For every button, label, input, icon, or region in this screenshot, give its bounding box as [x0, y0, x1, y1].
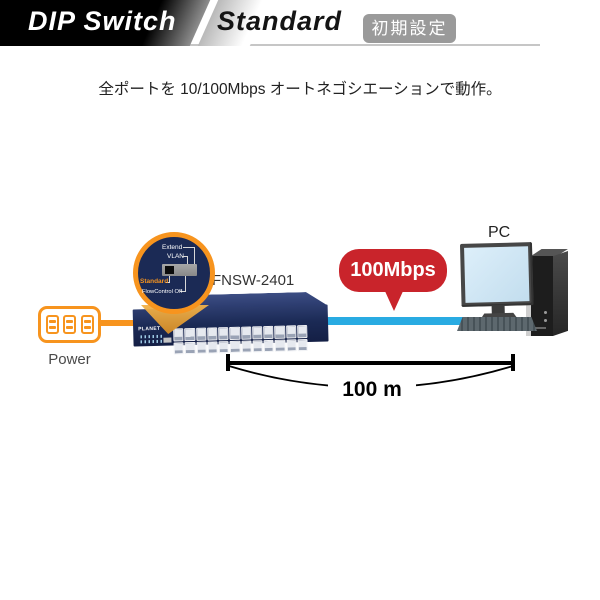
- pc-keyboard: [457, 317, 537, 331]
- rj45-port: [240, 339, 252, 353]
- rj45-port: [263, 339, 275, 353]
- rj45-port: [229, 326, 240, 340]
- pc-label: PC: [488, 224, 511, 241]
- rj45-port: [296, 324, 308, 338]
- switch-model-label: FNSW-2401: [212, 272, 295, 289]
- header-underline: [178, 44, 540, 46]
- outlet-socket: [63, 315, 76, 334]
- rj45-port: [195, 327, 207, 341]
- rj45-port: [240, 326, 252, 340]
- header-mode-title: Standard: [217, 6, 343, 36]
- rj45-port: [206, 327, 218, 341]
- power-label: Power: [48, 351, 91, 368]
- dip-label-extend: Extend: [162, 244, 183, 251]
- rj45-port: [274, 325, 285, 339]
- rj45-port: [207, 340, 218, 354]
- ethernet-cable: [312, 317, 475, 325]
- header-title: DIP Switch: [28, 6, 177, 36]
- outlet-socket: [80, 315, 94, 334]
- distance-line: [228, 361, 513, 365]
- rj45-port: [218, 340, 230, 354]
- distance-tick-right: [511, 354, 515, 371]
- led-row: [140, 334, 165, 339]
- pc-monitor: [459, 242, 536, 324]
- dip-label-standard: Standard: [140, 278, 169, 285]
- default-setting-badge: 初期設定: [363, 14, 456, 43]
- monitor-screen: [464, 246, 530, 303]
- rj45-port: [274, 339, 286, 352]
- dip-switch-knob: [165, 266, 174, 274]
- rj45-port: [285, 325, 297, 339]
- speed-bubble-tail: [384, 289, 404, 311]
- rj45-port: [252, 339, 263, 353]
- dip-label-flowcontrol: FlowControl Off: [142, 289, 183, 295]
- distance-tick-left: [226, 354, 230, 371]
- dip-switch-magnifier: Extend VLAN Standard FlowControl Off: [133, 232, 215, 314]
- tower-led: [544, 311, 547, 314]
- rj45-port: [251, 326, 263, 339]
- port-grid: [173, 324, 308, 355]
- rj45-port: [173, 328, 184, 341]
- tower-led: [544, 319, 547, 322]
- rj45-port: [297, 338, 308, 352]
- rj45-port: [173, 341, 185, 355]
- power-cable: [98, 320, 146, 326]
- rj45-port: [184, 327, 195, 341]
- outlet-socket: [45, 315, 59, 334]
- description-text: 全ポートを 10/100Mbps オートネゴシエーションで動作。: [98, 81, 502, 98]
- rj45-port: [184, 341, 196, 355]
- rj45-port: [195, 341, 207, 354]
- rj45-port: [263, 325, 274, 339]
- dip-switch-body: [162, 264, 197, 276]
- rj45-port: [229, 340, 241, 354]
- distance-label: 100 m: [328, 378, 416, 403]
- led-row: [140, 339, 165, 344]
- brand-logo: PLANET: [138, 325, 161, 333]
- dip-label-vlan: VLAN: [167, 253, 184, 260]
- power-outlet-icon: [38, 306, 101, 343]
- rj45-port: [218, 327, 229, 340]
- rj45-port: [285, 338, 297, 352]
- dip-switch-slot: [163, 337, 172, 343]
- speed-bubble: 100Mbps: [339, 249, 447, 292]
